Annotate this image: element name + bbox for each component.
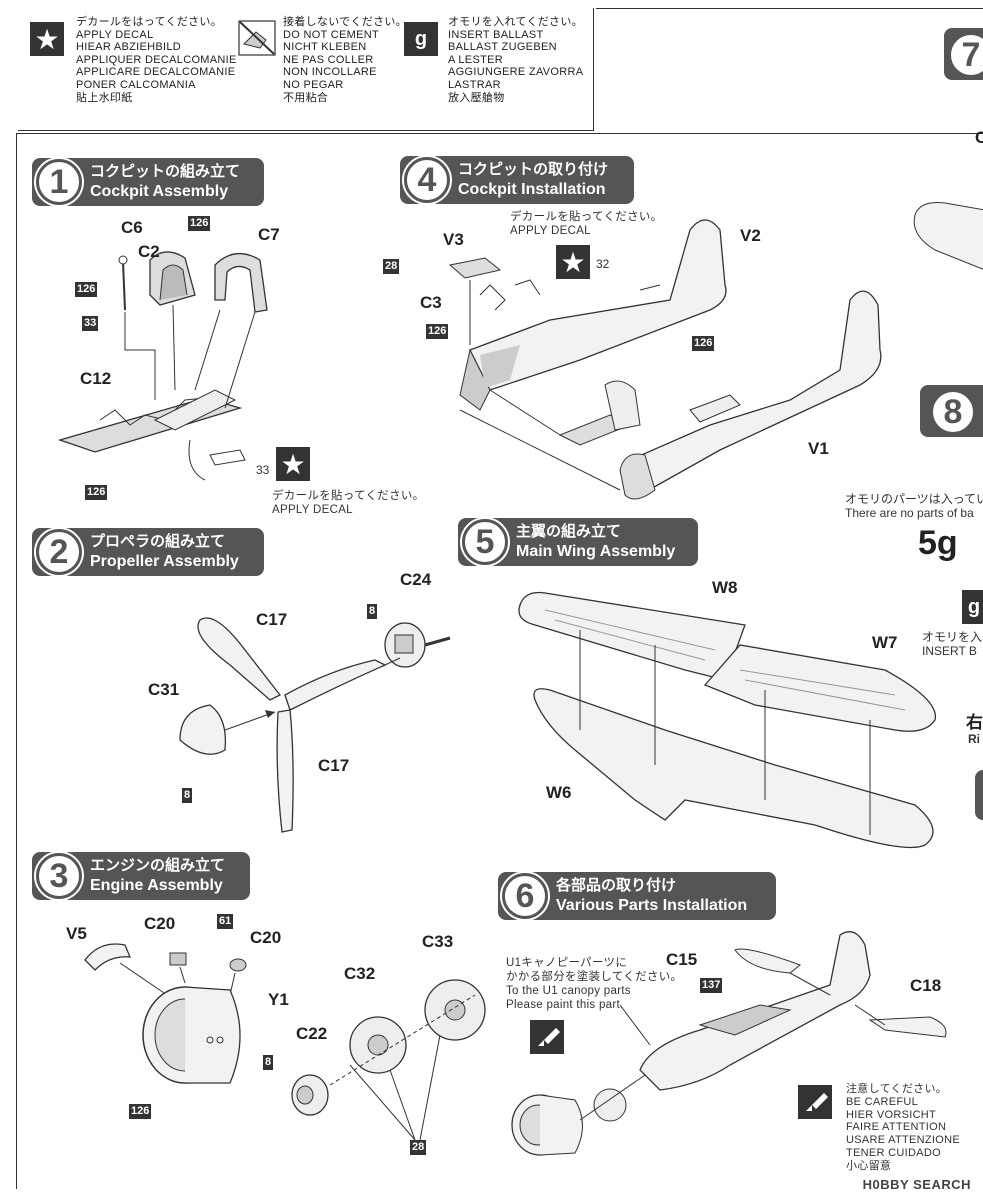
paint-tag: 8 [182,788,193,803]
step-number: 6 [502,873,548,919]
step-number: 8 [930,389,976,435]
paint-tag: 126 [188,216,211,231]
insert-ballast-en: INSERT B [922,644,977,658]
step-number: 5 [462,519,508,565]
part-label-c32: C32 [344,964,376,983]
no-cement-icon [238,20,276,56]
star-icon: ★ [30,22,64,56]
paint-icon [798,1085,832,1119]
paint-tag: 8 [367,604,378,619]
part-label-c20: C20 [144,914,176,933]
part-label-c15: C15 [666,950,698,969]
ballast-note-en: There are no parts of ba [845,506,974,520]
watermark: H0BBY SEARCH [862,1177,971,1192]
part-label-c22: C22 [296,1024,328,1043]
legend-box [18,8,594,131]
part-label-w7: W7 [872,633,898,652]
canopy-paint-note: U1キャノピーパーツにかかる部分を塗装してください。 To the U1 can… [506,957,683,1011]
decal-note-4: デカールを貼ってください。APPLY DECAL [510,211,663,237]
right-label-jp: 右 [966,713,983,732]
weight-icon: g [404,22,438,56]
side-banner-partial [975,770,983,820]
cockpit-assembly-drawing [57,251,268,481]
decal-ref: 32 [596,257,610,271]
instruction-frame [16,133,983,1189]
paint-icon [530,1020,564,1054]
paint-tag: 61 [217,914,234,929]
aircraft-drawing [511,931,947,1156]
wing-partial-drawing [913,202,983,270]
decal-note-1: デカールを貼ってください。APPLY DECAL [272,490,425,516]
part-label-c20: C20 [250,928,282,947]
right-label-en: Ri [968,732,980,746]
ballast-note-jp: オモリのパーツは入ってい [845,492,983,506]
paint-tag: 28 [383,259,400,274]
paint-tag: 126 [692,336,715,351]
paint-tag: 8 [263,1055,274,1070]
paint-tag: 126 [85,485,108,500]
part-label-c12: C12 [80,369,112,388]
part-label-v3: V3 [443,230,464,249]
step-number: 1 [36,159,82,205]
insert-ballast-jp: オモリを入れ [922,630,983,644]
fuselage-drawing [448,219,882,500]
part-label-c3: C3 [420,293,442,312]
part-label-c24: C24 [400,570,432,589]
part-label-c6: C6 [121,218,143,237]
part-label-c17: C17 [256,610,288,629]
star-icon: ★ [556,245,590,279]
engine-drawing [84,943,486,1141]
paint-tag: 33 [82,316,99,331]
step-number: 2 [36,529,82,575]
part-label-c2: C2 [138,242,160,261]
paint-tag: 28 [410,1140,427,1155]
paint-tag: 137 [700,978,723,993]
decal-ref: 33 [256,463,270,477]
paint-tag: 126 [129,1104,152,1119]
part-label-c31: C31 [148,680,180,699]
part-label-v5: V5 [66,924,87,943]
divider-line [596,8,983,9]
part-label-c7: C7 [258,225,280,244]
step-number: 3 [36,853,82,899]
part-label-v1: V1 [808,439,829,458]
part-label-c17: C17 [318,756,350,775]
propeller-drawing [179,617,451,833]
part-label-v2: V2 [740,226,761,245]
part-label-w8: W8 [712,578,738,597]
part-label-w6: W6 [546,783,572,802]
part-label-c18: C18 [910,976,942,995]
part-label-y1: Y1 [268,990,289,1009]
paint-tag: 126 [426,324,449,339]
star-icon: ★ [276,447,310,481]
weight-icon: g [962,590,983,624]
part-label-partial: C [975,128,983,147]
paint-tag: 126 [75,282,98,297]
part-label-c33: C33 [422,932,454,951]
ballast-weight: 5g [918,524,958,562]
main-wing-drawing [518,591,937,849]
step-number: 7 [948,32,983,78]
step-number: 4 [404,157,450,203]
